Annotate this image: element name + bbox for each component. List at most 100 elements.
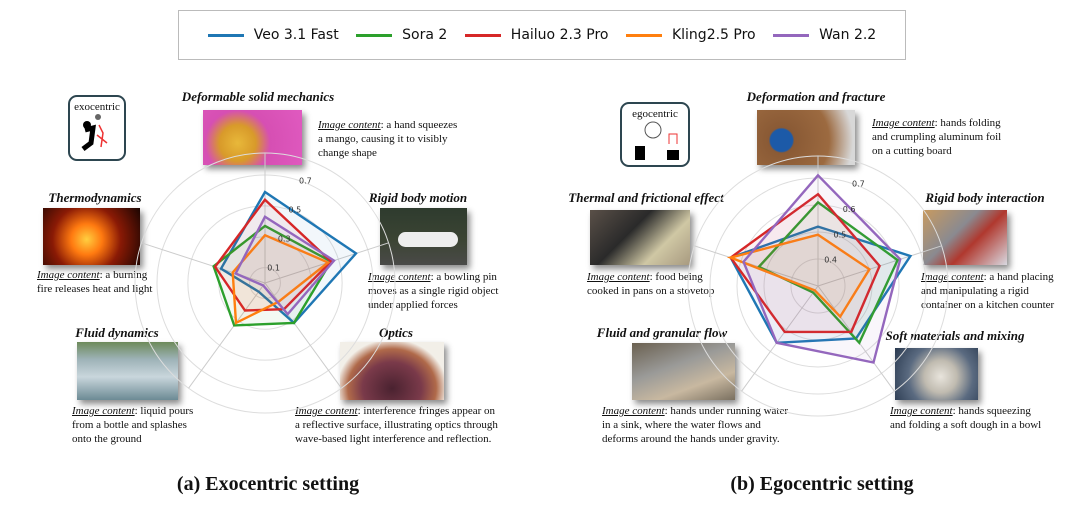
desc-label: Image content (37, 269, 100, 281)
caption-b: (b) Egocentric setting (730, 473, 914, 495)
optics-photo (340, 342, 444, 400)
desc-label: Image content (872, 117, 935, 129)
dough-photo (895, 348, 978, 400)
series-polygon-wan-2-2 (742, 173, 902, 364)
legend: Veo 3.1 Fast Sora 2 Hailuo 2.3 Pro Kling… (178, 10, 906, 60)
exocentric-badge: exocentric (68, 95, 126, 161)
legend-label: Sora 2 (402, 27, 448, 43)
desc-line: : hands folding (934, 117, 1001, 129)
image-description: Image content: hands squeezing and foldin… (890, 404, 1041, 432)
caption-a: (a) Exocentric setting (176, 473, 360, 495)
category-title: Soft materials and mixing (885, 328, 1025, 343)
desc-line: wave-based light interference and reflec… (295, 433, 492, 445)
desc-line: onto the ground (72, 433, 142, 445)
fire-photo (43, 208, 140, 265)
tick-label: 0.4 (824, 256, 837, 265)
series-polygon-veo-3-1-fast (728, 225, 913, 345)
badge-label: egocentric (632, 108, 678, 120)
desc-line: a mango, causing it to visibly (318, 133, 448, 145)
desc-line: : a hand placing (983, 271, 1054, 283)
desc-line: : a bowling pin (430, 271, 497, 283)
desc-line: container on a kitchen counter (921, 299, 1055, 311)
legend-item: Veo 3.1 Fast (207, 27, 339, 43)
desc-line: : hands under running water (664, 405, 789, 417)
sink-photo (632, 343, 735, 400)
desc-line: a reflective surface, illustrating optic… (295, 419, 498, 431)
desc-line: change shape (318, 147, 377, 159)
image-description: Image content: hands folding and crumplin… (872, 116, 1001, 158)
desc-label: Image content (318, 119, 381, 131)
desc-line: moves as a single rigid object (368, 285, 499, 297)
tick-label: 0.5 (288, 206, 301, 215)
bowling-pin-photo (380, 208, 467, 265)
tick-label: 0.1 (267, 264, 280, 273)
fluid-photo (77, 342, 178, 400)
category-title: Optics (379, 325, 413, 340)
desc-line: and folding a soft dough in a bowl (890, 419, 1042, 431)
desc-line: cooked in pans on a stovetop (587, 285, 715, 297)
category-title: Rigid body motion (368, 190, 468, 205)
image-description: Image content: interference fringes appe… (295, 404, 498, 446)
legend-label: Veo 3.1 Fast (253, 27, 339, 43)
desc-line: from a bottle and splashes (72, 419, 187, 431)
axis-spoke (741, 285, 819, 392)
legend-item: Hailuo 2.3 Pro (464, 27, 609, 43)
series-polygon-wan-2-2 (234, 214, 336, 317)
badge-label: exocentric (74, 101, 120, 113)
image-description: Image content: a bowling pin moves as a s… (368, 270, 498, 312)
desc-line: under applied forces (368, 299, 458, 311)
legend-item: Wan 2.2 (773, 27, 876, 43)
desc-label: Image content (602, 405, 665, 417)
desc-label: Image content (890, 405, 953, 417)
category-title: Thermodynamics (48, 190, 142, 205)
category-title: Deformable solid mechanics (181, 89, 335, 104)
legend-swatch (625, 33, 662, 37)
tick-label: 0.7 (852, 180, 865, 189)
desc-line: on a cutting board (872, 145, 952, 157)
desc-label: Image content (368, 271, 431, 283)
legend-swatch (356, 33, 393, 37)
desc-line: : interference fringes appear on (357, 405, 496, 417)
mango-photo (203, 110, 302, 165)
axis-spoke (694, 245, 819, 287)
legend-label: Hailuo 2.3 Pro (510, 27, 609, 43)
tick-label: 0.5 (834, 230, 847, 239)
legend-swatch (207, 33, 244, 37)
image-description: Image content: a hand squeezes a mango, c… (318, 118, 457, 160)
tick-label: 0.3 (278, 235, 291, 244)
desc-label: Image content (921, 271, 984, 283)
hands-and-ball-icon (635, 121, 679, 160)
legend-swatch (464, 33, 501, 37)
series-polygon-hailuo-2-3-pro (729, 192, 881, 334)
legend-swatch (773, 33, 810, 37)
category-title: Fluid dynamics (75, 325, 159, 340)
desc-line: fire releases heat and light (37, 283, 153, 295)
person-figure-icon (81, 114, 108, 151)
desc-line: : hands squeezing (952, 405, 1031, 417)
desc-label: Image content (72, 405, 135, 417)
desc-line: deforms around the hands under gravity. (602, 433, 780, 445)
foil-photo (757, 110, 855, 165)
desc-line: : a hand squeezes (380, 119, 458, 131)
legend-label: Wan 2.2 (819, 27, 877, 43)
container-photo (923, 210, 1007, 265)
desc-line: and crumpling aluminum foil (872, 131, 1002, 143)
category-title: Deformation and fracture (746, 89, 886, 104)
category-title: Rigid body interaction (925, 190, 1045, 205)
image-description: Image content: hands under running water… (602, 404, 788, 446)
desc-label: Image content (587, 271, 650, 283)
legend-label: Kling2.5 Pro (671, 27, 756, 43)
cooking-photo (590, 210, 690, 265)
axis-spoke (188, 282, 266, 389)
legend-item: Kling2.5 Pro (625, 27, 756, 43)
legend-item: Sora 2 (356, 27, 447, 43)
tick-label: 0.7 (299, 177, 312, 186)
axis-spoke (264, 282, 342, 389)
egocentric-badge: egocentric (620, 102, 690, 167)
category-title: Fluid and granular flow (596, 325, 728, 340)
